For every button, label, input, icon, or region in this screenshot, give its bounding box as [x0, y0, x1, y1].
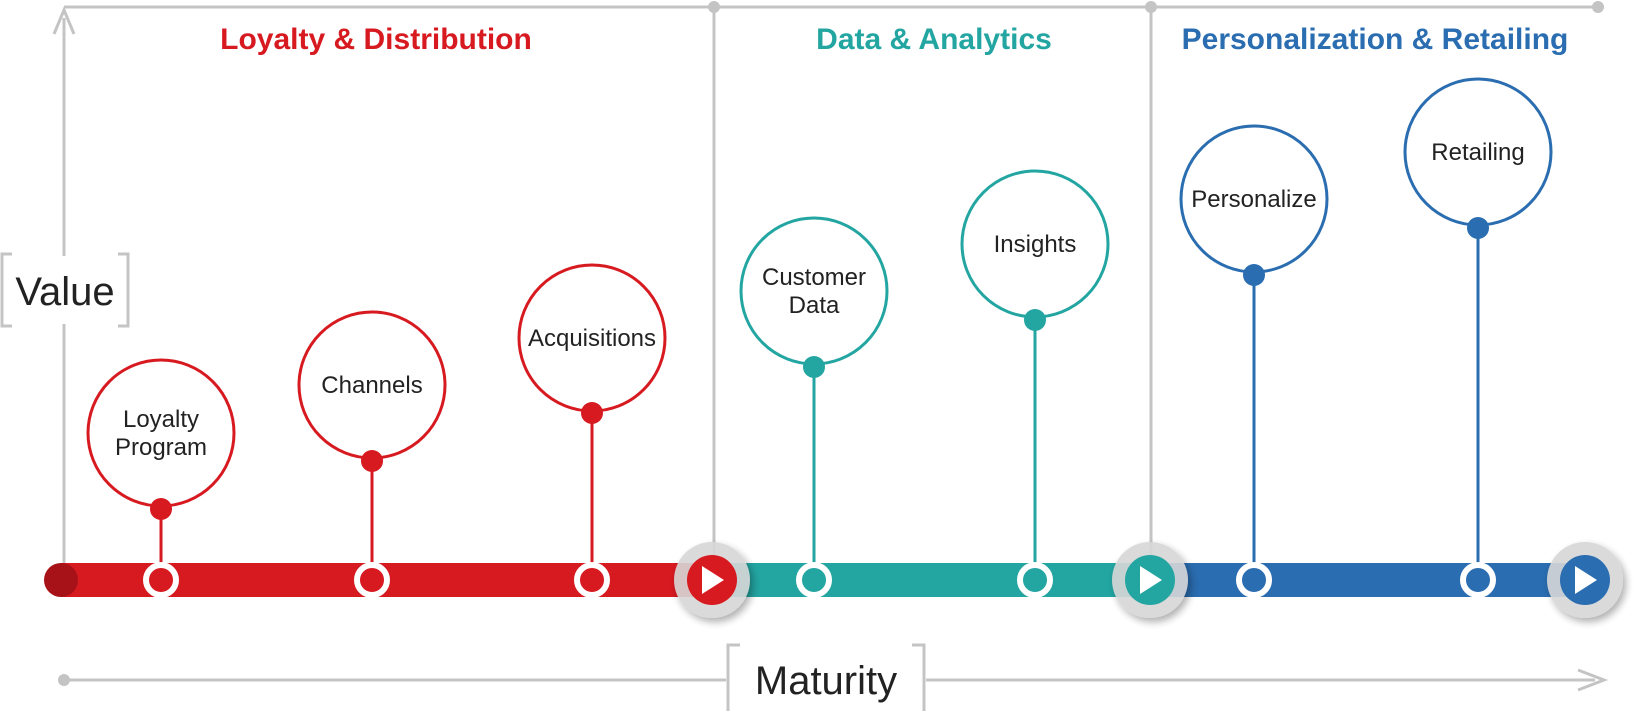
- phase-end-teal: [1112, 542, 1188, 618]
- frame-dot-3: [1592, 1, 1604, 13]
- phase-end-red: [674, 542, 750, 618]
- phase-title-data-analytics: Data & Analytics: [816, 23, 1052, 56]
- milestone-acquisitions: Acquisitions: [517, 263, 667, 598]
- milestone-connector-dot: [1024, 309, 1046, 331]
- milestone-connector-dot: [803, 356, 825, 378]
- phase-end-blue: [1547, 542, 1623, 618]
- maturity-label-bracket: [726, 643, 926, 711]
- maturity-axis: Maturity: [58, 643, 1609, 714]
- milestone-label: Acquisitions: [528, 325, 656, 352]
- milestone-label: Channels: [321, 372, 422, 399]
- maturity-axis-arrow-icon: [1577, 668, 1609, 692]
- timeline-node: [354, 562, 390, 598]
- frame-dot-2: [1145, 1, 1157, 13]
- frame: [64, 1, 1604, 570]
- phase-title-personalization-retailing: Personalization & Retailing: [1182, 23, 1569, 56]
- timeline-node: [1460, 562, 1496, 598]
- milestone-retailing: Retailing: [1403, 77, 1553, 598]
- value-axis: Value: [0, 6, 130, 570]
- timeline-bar-blue: [1152, 563, 1592, 597]
- milestone-bubble: [739, 216, 889, 366]
- milestone-label: Retailing: [1431, 139, 1524, 166]
- play-arrow-icon: [702, 566, 724, 594]
- milestone-channels: Channels: [297, 310, 447, 598]
- timeline-start-dot: [44, 563, 78, 597]
- timeline-node: [796, 562, 832, 598]
- value-axis-label: Value: [15, 270, 114, 314]
- timeline-bar-teal: [715, 563, 1155, 597]
- milestone-connector-dot: [361, 450, 383, 472]
- milestone-insights: Insights: [960, 169, 1110, 598]
- value-axis-arrow-icon: [52, 6, 76, 35]
- milestone-personalize: Personalize: [1179, 124, 1329, 598]
- milestone-connector-dot: [150, 498, 172, 520]
- timeline-node: [1236, 562, 1272, 598]
- milestone-label: Personalize: [1191, 186, 1316, 213]
- phase-title-loyalty-distribution: Loyalty & Distribution: [220, 23, 532, 56]
- milestone-bubble: [86, 358, 236, 508]
- timeline-node: [1017, 562, 1053, 598]
- milestone-label: Insights: [994, 231, 1077, 258]
- maturity-axis-label: Maturity: [755, 659, 897, 703]
- milestone-connector-dot: [581, 402, 603, 424]
- timeline-node: [574, 562, 610, 598]
- frame-dot-1: [708, 1, 720, 13]
- play-arrow-icon: [1575, 566, 1597, 594]
- play-arrow-icon: [1140, 566, 1162, 594]
- milestone-connector-dot: [1467, 217, 1489, 239]
- maturity-axis-start-dot: [58, 674, 70, 686]
- timeline-node: [143, 562, 179, 598]
- milestone-connector-dot: [1243, 264, 1265, 286]
